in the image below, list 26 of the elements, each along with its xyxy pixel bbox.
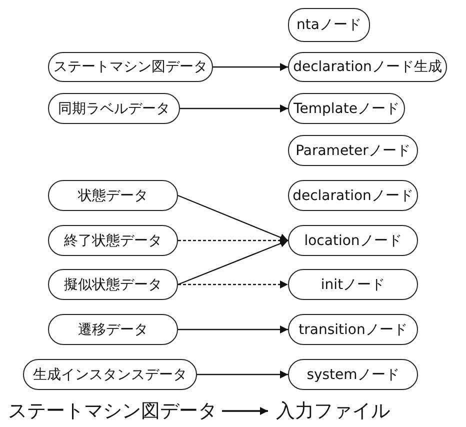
data-pill: Templateノード — [288, 93, 405, 124]
data-pill: ntaノード — [288, 8, 370, 42]
arrow — [222, 407, 268, 415]
data-pill: 状態データ — [48, 180, 178, 211]
data-pill: 擬似状態データ — [48, 269, 178, 300]
data-pill: declarationノード生成 — [288, 52, 447, 82]
caption-text: 入力ファイル — [276, 398, 390, 424]
arrow — [180, 104, 288, 112]
arrow — [178, 194, 288, 242]
data-pill: initノード — [288, 269, 418, 300]
arrow — [178, 240, 288, 286]
arrow — [197, 370, 288, 378]
data-pill: 終了状態データ — [48, 225, 178, 256]
arrow — [178, 326, 288, 334]
data-pill: 同期ラベルデータ — [48, 93, 180, 124]
data-pill: transitionノード — [288, 314, 418, 345]
data-pill: Parameterノード — [288, 135, 418, 166]
data-pill: declarationノード — [288, 180, 418, 211]
data-pill: 遷移データ — [48, 314, 178, 345]
arrow — [213, 63, 288, 71]
data-pill: 生成インスタンスデータ — [23, 359, 197, 390]
caption-text: ステートマシン図データ — [8, 398, 217, 424]
data-pill: systemノード — [288, 359, 418, 390]
arrow — [178, 280, 288, 288]
data-pill: ステートマシン図データ — [48, 52, 213, 82]
data-pill: locationノード — [288, 225, 418, 256]
